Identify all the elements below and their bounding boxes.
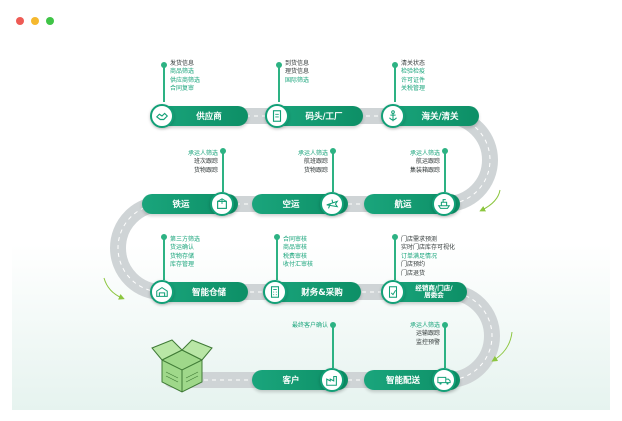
info-customs: 清关状态 检验检疫 许可证件 关税管理 (401, 60, 426, 93)
pin-rail (222, 152, 224, 192)
info-air: 承运人筛选 航班跟踪 货物跟踪 (297, 150, 328, 174)
pin-head (330, 322, 336, 328)
close-window-button[interactable] (16, 17, 24, 25)
pin-finance (276, 238, 278, 280)
pin-air (332, 152, 334, 192)
anchor-icon (381, 104, 405, 128)
pin-head (276, 62, 282, 68)
package-icon (210, 192, 234, 216)
flow-arrow (479, 189, 501, 212)
node-label: 客户 (282, 376, 300, 386)
pin-head (220, 148, 226, 154)
node-warehouse[interactable]: 智能仓储 (152, 282, 248, 302)
pin-store (394, 238, 396, 280)
pin-head (392, 234, 398, 240)
pin-customs (394, 66, 396, 102)
pin-head (392, 62, 398, 68)
node-label: 经销商/门店/居委会 (415, 284, 453, 299)
pin-head (161, 234, 167, 240)
flow-arrow (491, 331, 513, 362)
factory-icon (320, 368, 344, 392)
node-customs[interactable]: 海关/清关 (383, 106, 479, 126)
node-label: 铁运 (172, 200, 190, 210)
pin-head (442, 148, 448, 154)
info-finance: 合同审核 商品审核 税费审核 收付汇审核 (283, 236, 314, 269)
flow-arrow (103, 277, 125, 300)
box-icon (151, 339, 213, 393)
pin-head (442, 322, 448, 328)
road-path (103, 108, 513, 393)
pin-delivery (444, 326, 446, 368)
calculator-icon (263, 280, 287, 304)
road-dash (117, 115, 493, 381)
info-ocean: 承运人筛选 航运跟踪 集装箱跟踪 (409, 150, 440, 174)
title-bar (0, 0, 622, 42)
node-finance[interactable]: 财务&采购 (265, 282, 361, 302)
node-supplier[interactable]: 供应商 (152, 106, 248, 126)
pin-customer (332, 326, 334, 368)
ship-icon (432, 192, 456, 216)
node-port-factory[interactable]: 码头/工厂 (267, 106, 363, 126)
pin-port (278, 66, 280, 102)
info-store: 门店需求预测 实时门店库存可视化 订单满足情况 门店预约 门店退货 (401, 236, 456, 277)
node-label: 航运 (394, 200, 412, 210)
supply-chain-diagram: 发货信息 商品筛选 供应商筛选 合同复审 到货信息 理货信息 国际筛选 清关状态… (12, 42, 610, 410)
node-label: 码头/工厂 (305, 112, 343, 122)
warehouse-icon (150, 280, 174, 304)
info-warehouse: 第三方筛选 货运确认 货物存储 库存管理 (170, 236, 201, 269)
airplane-icon (320, 192, 344, 216)
info-supplier: 发货信息 商品筛选 供应商筛选 合同复审 (170, 60, 201, 93)
handshake-icon (150, 104, 174, 128)
document-icon (265, 104, 289, 128)
node-label: 智能配送 (385, 376, 420, 386)
info-rail: 承运人筛选 班次跟踪 货物跟踪 (187, 150, 218, 174)
node-label: 财务&采购 (301, 288, 343, 298)
minimize-window-button[interactable] (31, 17, 39, 25)
pin-head (161, 62, 167, 68)
pin-head (330, 148, 336, 154)
pin-supplier (163, 66, 165, 102)
maximize-window-button[interactable] (46, 17, 54, 25)
pin-ocean (444, 152, 446, 192)
node-label: 供应商 (196, 112, 222, 122)
node-label: 智能仓储 (191, 288, 226, 298)
info-customer: 最终客户确认 (291, 322, 328, 329)
info-port-factory: 到货信息 理货信息 国际筛选 (285, 60, 310, 84)
document-check-icon (381, 280, 405, 304)
pin-warehouse (163, 238, 165, 280)
info-delivery: 承运人筛选 运输跟踪 监控预警 (409, 322, 440, 346)
pin-head (274, 234, 280, 240)
node-label: 空运 (282, 200, 300, 210)
node-label: 海关/清关 (421, 112, 459, 122)
truck-icon (432, 368, 456, 392)
